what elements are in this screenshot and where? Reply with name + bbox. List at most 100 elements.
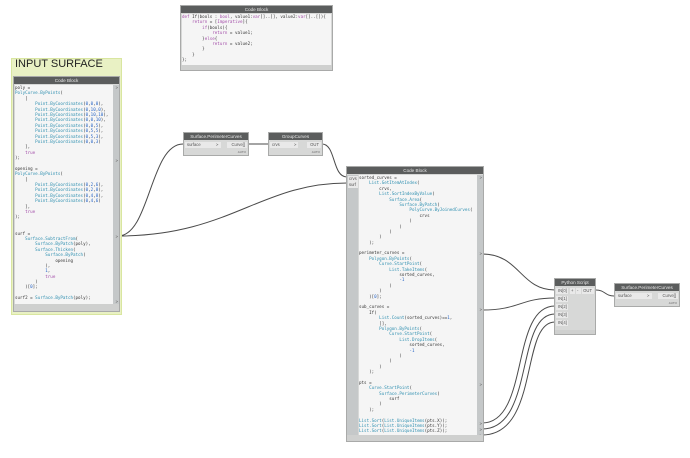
input-ports-column (347, 175, 358, 437)
node-title: GroupCurves (269, 133, 322, 140)
code-line: surf2 = Surface.ByPatch(poly); (15, 295, 91, 301)
port-marker-sort-y[interactable]: > (479, 427, 482, 432)
code-line: Surface.ByPatch( (45, 252, 86, 258)
node-title: Code Block (181, 6, 332, 13)
output-port-out[interactable]: OUT (307, 142, 321, 148)
code-line: Curve.StartPoint( (369, 385, 412, 391)
code-editor[interactable]: def If(bools : bool, value1:var[]..[], v… (182, 14, 331, 66)
wire-y-to-in3[interactable] (481, 313, 556, 430)
code-line: Point.ByCoordinates(0,2,6), (35, 182, 104, 188)
code-line: Surface.SubtractFrom( (25, 235, 79, 241)
code-line: Surface.PerimeterCurves( (379, 390, 440, 396)
code-line: sorted_curves, (359, 272, 435, 278)
remove-input-button[interactable]: - (576, 288, 581, 294)
code-line: ); (359, 369, 375, 375)
input-port-surface[interactable]: surface (185, 142, 221, 148)
code-line: } (182, 46, 205, 52)
code-line: if(bools){ (202, 24, 228, 30)
port-marker-pts[interactable]: > (479, 382, 482, 387)
code-line: true (25, 149, 36, 155)
code-line: opening = (15, 165, 38, 171)
wire-python-to-perimeter[interactable] (595, 289, 615, 297)
output-ports-column (113, 85, 119, 305)
input-port-in2[interactable]: IN[2] (556, 304, 568, 310)
code-line: ) (359, 288, 382, 294)
code-line: ); (15, 155, 21, 161)
code-line: Surface.Area( (389, 196, 423, 202)
output-ports-column (477, 175, 483, 437)
wire-groupcurves-to-crvs[interactable] (321, 143, 348, 178)
lacing-label[interactable]: AUTO (237, 150, 246, 154)
port-marker-poly[interactable]: > (115, 85, 118, 90)
code-line: ) (359, 363, 382, 369)
code-line: ), (15, 262, 51, 268)
code-line: [ (15, 176, 28, 182)
node-footer (14, 304, 119, 311)
port-marker-sort-x[interactable]: > (479, 421, 482, 426)
node-title: Code Block (14, 77, 119, 84)
output-port-curves[interactable]: Curve[] (658, 293, 678, 299)
input-port-crvs[interactable]: crvs (270, 142, 298, 148)
code-block-main-node[interactable]: Code Block crvs surf sorted_curves = Lis… (346, 166, 484, 442)
input-port-surface[interactable]: surface (616, 293, 652, 299)
input-port-in3[interactable]: IN[3] (556, 312, 568, 318)
input-port-in1[interactable]: IN[1] (556, 296, 568, 302)
wire-z-to-in4[interactable] (481, 321, 556, 436)
code-line: Point.ByCoordinates(0,0,0), (35, 101, 104, 107)
wire-surf-to-perimeter[interactable] (117, 143, 184, 237)
code-line: ) (359, 218, 412, 224)
input-port-surf[interactable]: surf (348, 182, 358, 188)
code-line: 1, (45, 268, 51, 274)
code-line: Point.ByCoordinates(0,4,8), (35, 192, 104, 198)
chevron-icon: > (216, 142, 219, 147)
code-line: ) (359, 352, 402, 358)
input-port-in4[interactable]: IN[4] (556, 320, 568, 326)
port-marker-perimeter-curves[interactable]: > (479, 251, 482, 256)
port-marker-surf2[interactable]: > (115, 299, 118, 304)
code-line: sub_curves = (359, 304, 390, 310)
code-line: } (182, 51, 195, 57)
surface-perimeter-curves-node-2[interactable]: Surface.PerimeterCurves surface > Curve[… (614, 283, 680, 307)
code-line: PolyCurve.ByPoints( (15, 90, 63, 96)
code-line: Point.ByCoordinates(0,0,10), (35, 117, 106, 123)
code-line: List.GetItemAtIndex( (369, 180, 420, 186)
lacing-label[interactable]: AUTO (311, 150, 320, 154)
group-curves-node[interactable]: GroupCurves crvs > OUT AUTO (268, 132, 323, 156)
port-marker-opening[interactable]: > (115, 158, 118, 163)
code-line: Point.ByCoordinates(0,5,5), (35, 128, 104, 134)
code-line: Point.ByCoordinates(0,10,10), (35, 111, 109, 117)
code-line: -1 (409, 347, 415, 353)
input-port-in0[interactable]: IN[0] (556, 288, 568, 294)
wire-surf-to-codeblock-surf[interactable] (117, 182, 348, 237)
code-line: true (45, 273, 56, 279)
port-marker-sorted-curves[interactable]: > (479, 175, 482, 180)
code-block-input-node[interactable]: Code Block poly =PolyCurve.ByPoints( [ P… (13, 76, 120, 312)
code-line: List.Sort(List.UniqueItems(pts.Y)); (359, 422, 448, 428)
code-editor[interactable]: sorted_curves = List.GetItemAtIndex( crv… (359, 175, 477, 437)
wire-x-to-in2[interactable] (481, 305, 556, 424)
port-marker-sub-curves[interactable]: > (479, 307, 482, 312)
output-port-curves[interactable]: Curve[] (227, 142, 247, 148)
surface-perimeter-curves-node[interactable]: Surface.PerimeterCurves surface > Curve[… (183, 132, 249, 156)
input-port-crvs[interactable]: crvs (348, 176, 358, 182)
code-line: Surface.ByPatch( (399, 201, 440, 207)
code-line: ); (359, 239, 375, 245)
python-script-node[interactable]: Python Script IN[0] IN[1] IN[2] IN[3] IN… (554, 278, 596, 335)
code-line: ) (359, 228, 392, 234)
code-line: List.TakeItems( (389, 266, 428, 272)
code-block-if-node[interactable]: Code Block def If(bools : bool, value1:v… (180, 5, 333, 71)
code-line: Curve.StartPoint( (379, 261, 423, 267)
output-port-out[interactable]: OUT (582, 288, 594, 294)
wire-sub-curves-to-in1[interactable] (481, 297, 556, 311)
code-line: Curve.StartPoint( (389, 331, 433, 337)
code-line: -1 (399, 277, 405, 283)
code-line: [ (15, 95, 28, 101)
code-line: surf (359, 396, 400, 402)
wire-perimeter-curves-to-in0[interactable] (481, 253, 556, 291)
add-input-button[interactable]: + (570, 288, 575, 294)
code-editor[interactable]: poly =PolyCurve.ByPoints( [ Point.ByCoor… (15, 85, 113, 305)
code-line: crvs (359, 212, 430, 218)
lacing-label[interactable]: AUTO (668, 301, 677, 305)
code-line: If( (359, 309, 377, 315)
port-marker-surf[interactable]: > (115, 234, 118, 239)
